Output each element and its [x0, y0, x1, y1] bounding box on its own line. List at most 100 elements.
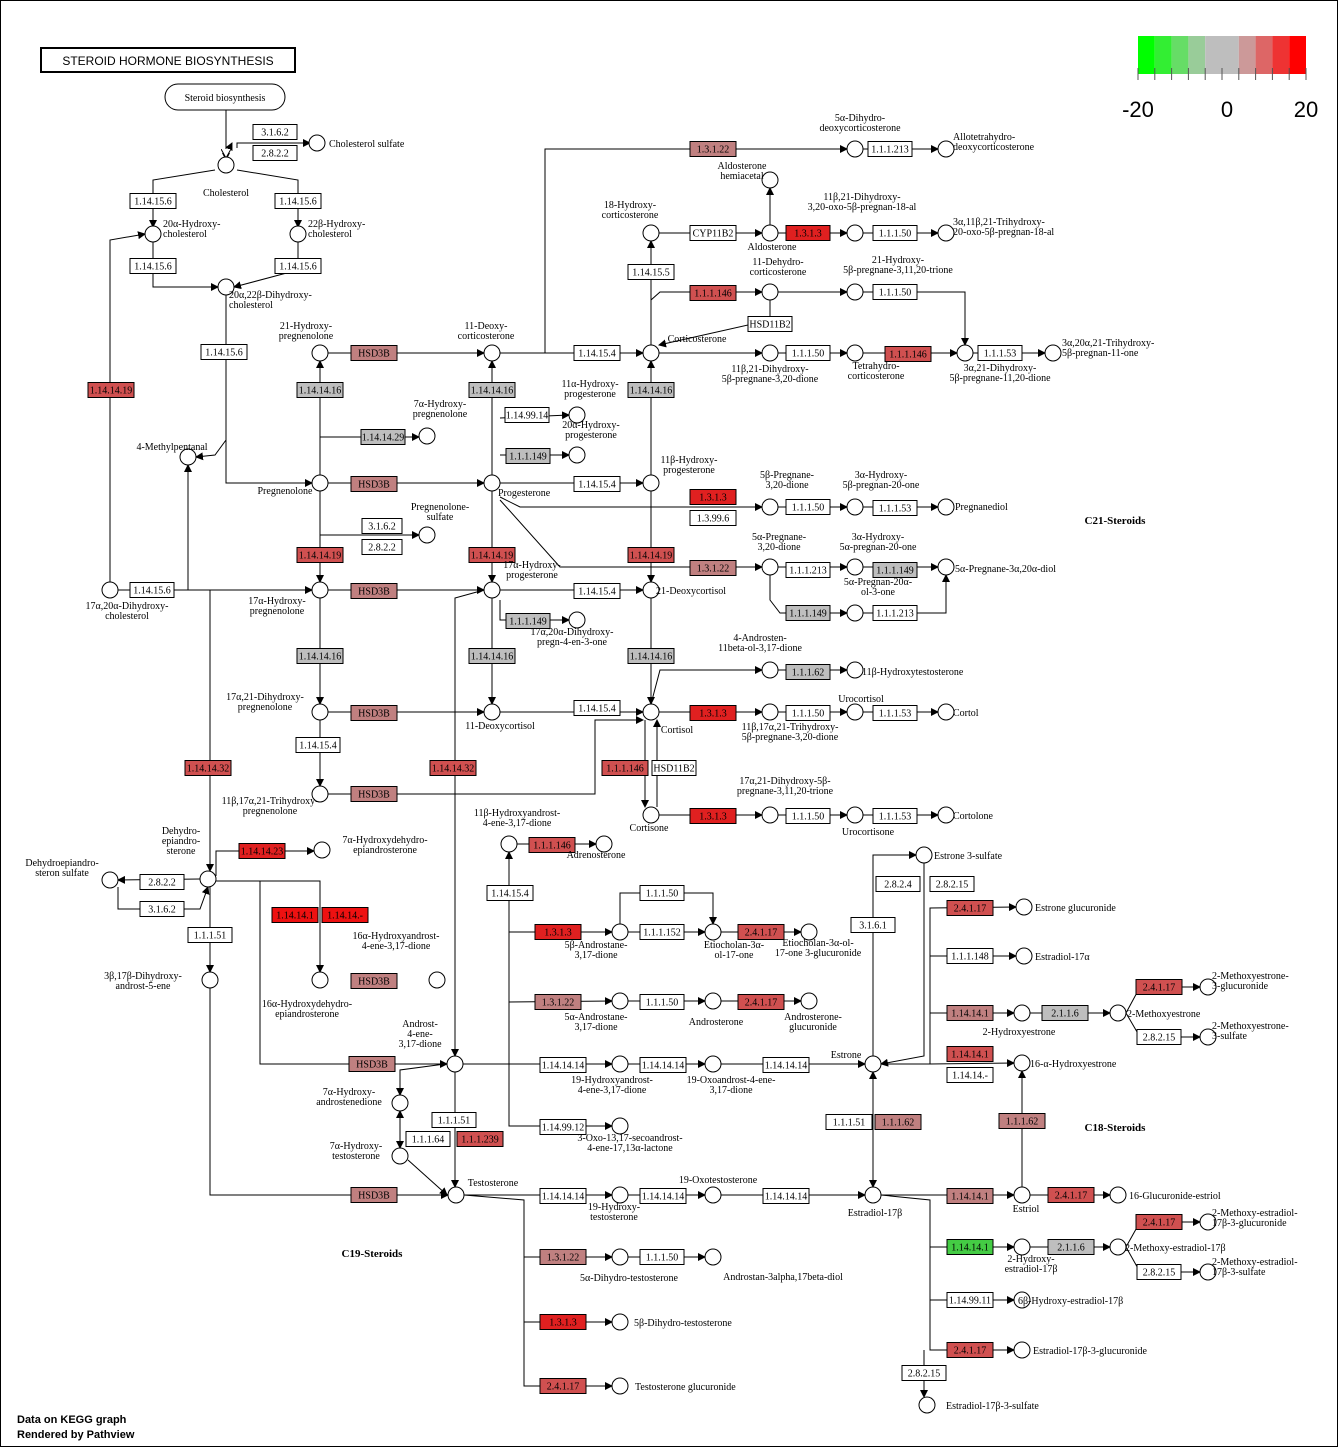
enzyme-1-1-1-149[interactable]: 1.1.1.149 — [505, 613, 551, 629]
enzyme-1-14-14-1[interactable]: 1.14.14.1 — [946, 1239, 994, 1255]
compound-node[interactable] — [642, 806, 660, 824]
enzyme-1-1-1-62[interactable]: 1.1.1.62 — [785, 664, 831, 680]
enzyme-1-3-1-3[interactable]: 1.3.1.3 — [689, 808, 737, 824]
compound-node[interactable] — [704, 1055, 722, 1073]
enzyme-1-3-1-22[interactable]: 1.3.1.22 — [534, 994, 582, 1010]
enzyme-1-14-14-1[interactable]: 1.14.14.1 — [946, 1188, 994, 1204]
enzyme-2-8-2-15[interactable]: 2.8.2.15 — [1136, 1264, 1182, 1280]
compound-node[interactable] — [704, 1186, 722, 1204]
compound-node[interactable] — [611, 923, 629, 941]
compound-node[interactable] — [1109, 1186, 1127, 1204]
enzyme-2-4-1-17[interactable]: 2.4.1.17 — [737, 994, 785, 1010]
enzyme-2-4-1-17[interactable]: 2.4.1.17 — [737, 924, 785, 940]
compound-node[interactable] — [846, 604, 864, 622]
compound-node[interactable] — [311, 785, 329, 803]
compound-node[interactable] — [500, 835, 518, 853]
compound-node[interactable] — [937, 558, 955, 576]
enzyme-1-3-1-3[interactable]: 1.3.1.3 — [689, 489, 737, 505]
enzyme-2-8-2-2[interactable]: 2.8.2.2 — [252, 145, 298, 161]
compound-node[interactable] — [704, 992, 722, 1010]
enzyme-1-14-14-14[interactable]: 1.14.14.14 — [639, 1188, 687, 1204]
compound-node[interactable] — [846, 344, 864, 362]
compound-node[interactable] — [446, 1055, 464, 1073]
compound-node[interactable] — [1199, 978, 1217, 996]
compound-node[interactable] — [761, 171, 779, 189]
compound-node[interactable] — [447, 1186, 465, 1204]
compound-node[interactable] — [311, 344, 329, 362]
enzyme-1-14-15-6[interactable]: 1.14.15.6 — [274, 193, 322, 209]
compound-node[interactable] — [918, 1396, 936, 1414]
enzyme-1-1-1-50[interactable]: 1.1.1.50 — [785, 808, 831, 824]
enzyme-3-1-6-2[interactable]: 3.1.6.2 — [252, 124, 298, 140]
compound-node[interactable] — [311, 703, 329, 721]
compound-node[interactable] — [846, 558, 864, 576]
enzyme-1-14-15-4[interactable]: 1.14.15.4 — [486, 885, 534, 901]
compound-node[interactable] — [846, 498, 864, 516]
enzyme-2-8-2-15[interactable]: 2.8.2.15 — [929, 876, 975, 892]
compound-node[interactable] — [418, 526, 436, 544]
enzyme-1-1-1-152[interactable]: 1.1.1.152 — [639, 924, 685, 940]
enzyme-1-1-1-50[interactable]: 1.1.1.50 — [639, 994, 685, 1010]
enzyme-2-8-2-15[interactable]: 2.8.2.15 — [1136, 1029, 1182, 1045]
compound-node[interactable] — [311, 474, 329, 492]
enzyme-1-14-14-14[interactable]: 1.14.14.14 — [762, 1188, 810, 1204]
enzyme-1-14-14-16[interactable]: 1.14.14.16 — [296, 648, 344, 664]
compound-node[interactable] — [101, 871, 119, 889]
enzyme-1-1-1-62[interactable]: 1.1.1.62 — [998, 1113, 1046, 1129]
compound-node[interactable] — [1044, 344, 1062, 362]
enzyme-1-14-14-16[interactable]: 1.14.14.16 — [627, 648, 675, 664]
enzyme-1-14-14-14[interactable]: 1.14.14.14 — [539, 1057, 587, 1073]
enzyme-1-1-1-50[interactable]: 1.1.1.50 — [639, 885, 685, 901]
enzyme-1-1-1-239[interactable]: 1.1.1.239 — [456, 1131, 504, 1147]
enzyme-1-14-14-16[interactable]: 1.14.14.16 — [468, 648, 516, 664]
compound-node[interactable] — [761, 806, 779, 824]
enzyme-1-1-1-50[interactable]: 1.1.1.50 — [639, 1249, 685, 1265]
enzyme-2-4-1-17[interactable]: 2.4.1.17 — [1135, 1214, 1183, 1230]
enzyme-CYP11B2[interactable]: CYP11B2 — [689, 225, 737, 241]
enzyme-1-14-14-32[interactable]: 1.14.14.32 — [184, 760, 232, 776]
enzyme-1-14-15-4[interactable]: 1.14.15.4 — [295, 737, 341, 753]
compound-node[interactable] — [642, 474, 660, 492]
enzyme-1-14-99-11[interactable]: 1.14.99.11 — [946, 1292, 994, 1308]
enzyme-1-1-1-50[interactable]: 1.1.1.50 — [872, 225, 918, 241]
compound-node[interactable] — [937, 224, 955, 242]
compound-node[interactable] — [1109, 1004, 1127, 1022]
enzyme-1-1-1-213[interactable]: 1.1.1.213 — [867, 141, 913, 157]
compound-node[interactable] — [483, 474, 501, 492]
compound-node[interactable] — [1015, 898, 1033, 916]
enzyme-HSD11B2[interactable]: HSD11B2 — [651, 760, 697, 776]
enzyme-1-14-14-19[interactable]: 1.14.14.19 — [627, 547, 675, 563]
enzyme-1-14-14-29[interactable]: 1.14.14.29 — [360, 429, 406, 445]
compound-node[interactable] — [1013, 1054, 1031, 1072]
enzyme-1-3-1-22[interactable]: 1.3.1.22 — [689, 560, 737, 576]
enzyme-1-14-15-6[interactable]: 1.14.15.6 — [129, 258, 177, 274]
enzyme-3-1-6-2[interactable]: 3.1.6.2 — [361, 518, 403, 534]
enzyme-1-14-14-23[interactable]: 1.14.14.23 — [238, 843, 286, 859]
compound-node[interactable] — [761, 224, 779, 242]
compound-node[interactable] — [1013, 1238, 1031, 1256]
compound-node[interactable] — [846, 703, 864, 721]
compound-node[interactable] — [568, 611, 586, 629]
enzyme-1-14-15-6[interactable]: 1.14.15.6 — [129, 582, 175, 598]
compound-node[interactable] — [846, 224, 864, 242]
enzyme-1-1-1-62[interactable]: 1.1.1.62 — [874, 1114, 922, 1130]
compound-node[interactable] — [611, 1055, 629, 1073]
compound-node[interactable] — [217, 278, 235, 296]
compound-node[interactable] — [568, 446, 586, 464]
enzyme-2-4-1-17[interactable]: 2.4.1.17 — [539, 1378, 587, 1394]
enzyme-1-3-1-3[interactable]: 1.3.1.3 — [539, 1314, 587, 1330]
enzyme-1-14-15-6[interactable]: 1.14.15.6 — [274, 258, 322, 274]
enzyme-HSD3B[interactable]: HSD3B — [350, 583, 398, 599]
compound-node[interactable] — [642, 703, 660, 721]
enzyme-1-14-14-14[interactable]: 1.14.14.14 — [639, 1057, 687, 1073]
compound-node[interactable] — [937, 498, 955, 516]
enzyme-1-14-15-4[interactable]: 1.14.15.4 — [573, 345, 621, 361]
compound-node[interactable] — [308, 134, 326, 152]
enzyme-2-8-2-2[interactable]: 2.8.2.2 — [139, 874, 185, 890]
enzyme-HSD3B[interactable]: HSD3B — [350, 973, 398, 989]
compound-node[interactable] — [199, 870, 217, 888]
enzyme-1-1-1-146[interactable]: 1.1.1.146 — [601, 760, 649, 776]
enzyme-2-1-1-6[interactable]: 2.1.1.6 — [1041, 1005, 1089, 1021]
compound-node[interactable] — [611, 1313, 629, 1331]
compound-node[interactable] — [179, 448, 197, 466]
